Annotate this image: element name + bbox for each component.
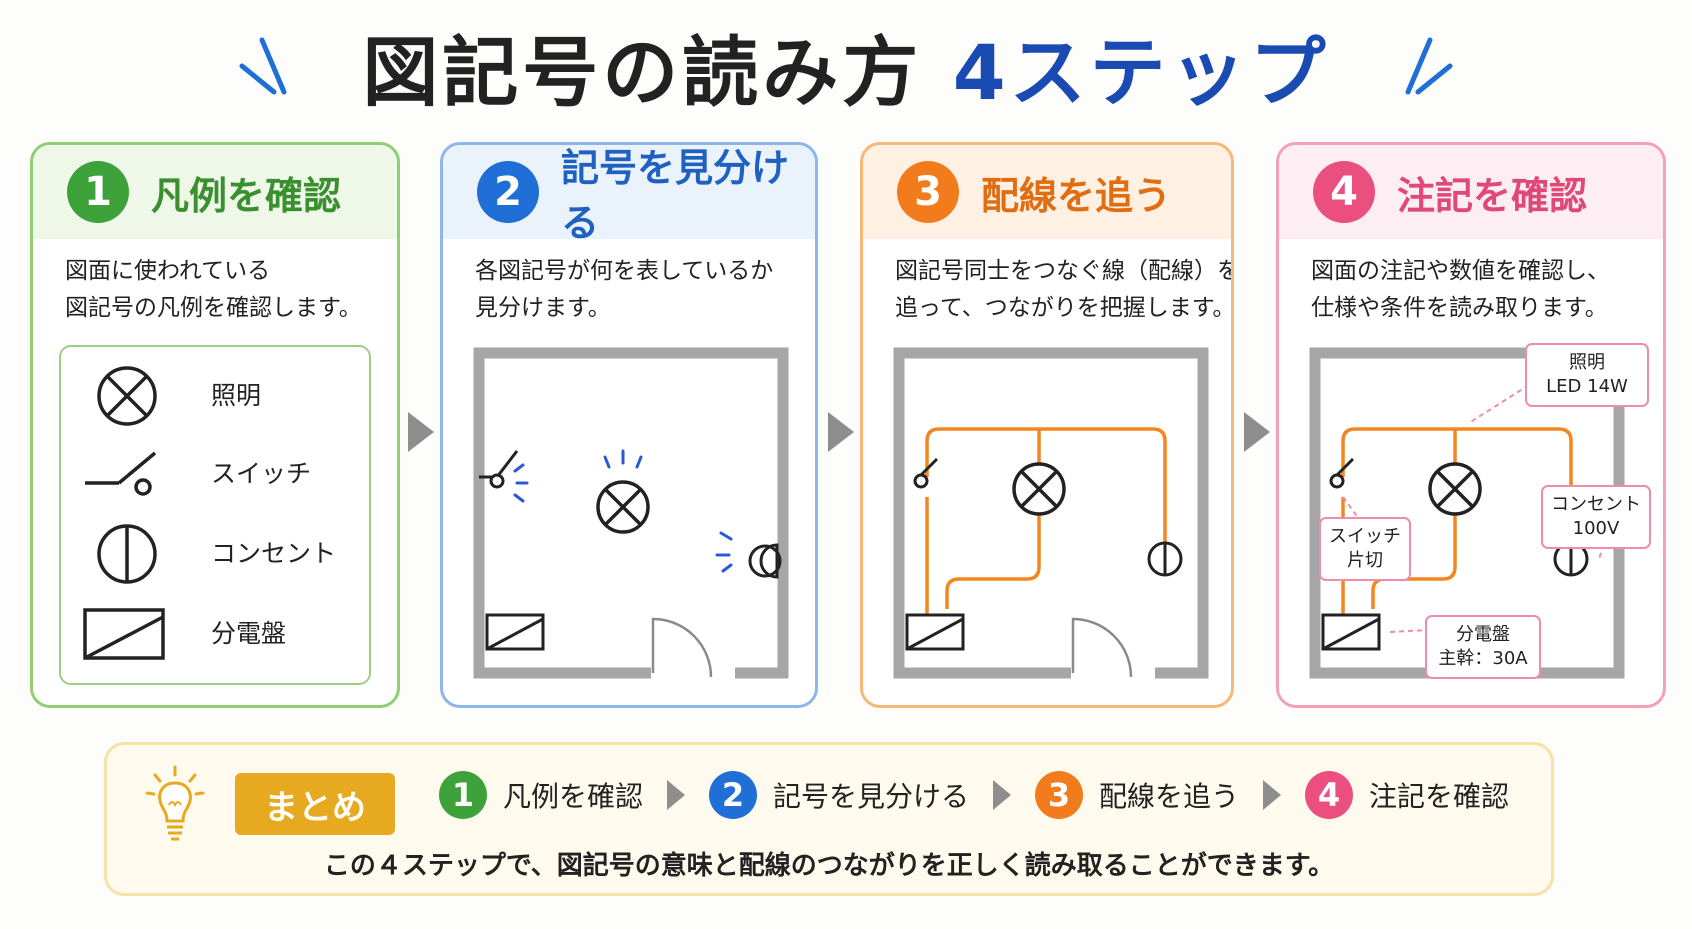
light-symbol-icon bbox=[596, 480, 650, 534]
step-2-number: 2 bbox=[477, 161, 539, 223]
light-symbol-icon bbox=[1428, 462, 1482, 516]
step-3-description: 図記号同士をつなぐ線（配線）を 追って、つながりを把握します。 bbox=[895, 258, 1234, 321]
door-icon bbox=[651, 617, 713, 678]
room-walls bbox=[1309, 347, 1625, 679]
page-title: 図記号の読み方 4ステップ bbox=[362, 28, 1330, 117]
step-4-header: 4 注記を確認 bbox=[1279, 145, 1663, 239]
step-3-number: 3 bbox=[897, 161, 959, 223]
panel-symbol-icon bbox=[1321, 613, 1381, 651]
panel-symbol-icon bbox=[905, 613, 965, 651]
floor-plan-symbols bbox=[473, 347, 789, 679]
arrow-right-icon bbox=[667, 780, 686, 810]
panel-symbol-icon bbox=[485, 613, 545, 651]
outlet-symbol-icon bbox=[1147, 541, 1183, 577]
summary-badge: まとめ bbox=[235, 773, 395, 835]
door-icon bbox=[1071, 617, 1133, 678]
room-walls bbox=[893, 347, 1209, 679]
note-switch: スイッチ片切 bbox=[1319, 517, 1411, 581]
arrow-right-icon bbox=[1244, 412, 1270, 452]
floor-plan-wiring bbox=[893, 347, 1209, 679]
step-2-description: 各図記号が何を表しているか 見分けます。 bbox=[475, 258, 774, 321]
step-2-header: 2 記号を見分ける bbox=[443, 145, 815, 245]
arrow-right-icon bbox=[993, 780, 1012, 810]
step-3-header: 3 配線を追う bbox=[863, 145, 1231, 239]
legend-label-switch: スイッチ bbox=[211, 459, 312, 488]
step-3-heading: 配線を追う bbox=[981, 173, 1172, 218]
legend-row-outlet: コンセント bbox=[61, 519, 373, 589]
title-accent: 4ステップ bbox=[952, 28, 1330, 117]
step-1-number: 1 bbox=[67, 161, 129, 223]
arrow-right-icon bbox=[828, 412, 854, 452]
outlet-symbol-icon bbox=[748, 543, 782, 579]
right-accent-lines-icon bbox=[1405, 37, 1453, 95]
panel-symbol-icon bbox=[83, 608, 165, 660]
summary-text: この４ステップで、図記号の意味と配線のつながりを正しく読み取ることができます。 bbox=[323, 851, 1335, 881]
highlight-marks-icon bbox=[603, 449, 643, 469]
step-card-4: 4 注記を確認 図面の注記や数値を確認し、 仕様や条件を読み取ります。 bbox=[1276, 142, 1666, 708]
legend-row-switch: スイッチ bbox=[61, 439, 373, 509]
switch-symbol-icon bbox=[85, 451, 157, 496]
room-walls bbox=[473, 347, 789, 679]
wiring-lines bbox=[925, 427, 1167, 615]
legend-label-light: 照明 bbox=[211, 381, 262, 410]
step-card-2: 2 記号を見分ける 各図記号が何を表しているか 見分けます。 bbox=[440, 142, 818, 708]
step-card-3: 3 配線を追う 図記号同士をつなぐ線（配線）を 追って、つながりを把握します。 bbox=[860, 142, 1234, 708]
left-accent-lines-icon bbox=[239, 37, 287, 95]
arrow-right-icon bbox=[1263, 780, 1282, 810]
step-4-number: 4 bbox=[1313, 161, 1375, 223]
step-card-1: 1 凡例を確認 図面に使われている 図記号の凡例を確認します。 照明 スイッチ bbox=[30, 142, 400, 708]
legend-row-panel: 分電盤 bbox=[61, 599, 373, 669]
switch-symbol-icon bbox=[1329, 457, 1355, 489]
symbol-legend: 照明 スイッチ コンセント 分電盤 bbox=[59, 345, 371, 685]
outlet-symbol-icon bbox=[97, 524, 157, 584]
switch-symbol-icon bbox=[479, 450, 519, 489]
legend-label-panel: 分電盤 bbox=[211, 619, 287, 648]
highlight-marks-icon bbox=[513, 463, 529, 503]
switch-symbol-icon bbox=[913, 457, 939, 489]
lightbulb-icon bbox=[145, 765, 205, 841]
note-panel: 分電盤主幹：30A bbox=[1425, 615, 1541, 679]
light-symbol-icon bbox=[1012, 462, 1066, 516]
step-4-heading: 注記を確認 bbox=[1397, 173, 1588, 218]
light-symbol-icon bbox=[97, 366, 157, 426]
legend-row-light: 照明 bbox=[61, 361, 373, 431]
step-4-description: 図面の注記や数値を確認し、 仕様や条件を読み取ります。 bbox=[1311, 258, 1610, 321]
legend-label-outlet: コンセント bbox=[211, 539, 337, 568]
step-2-heading: 記号を見分ける bbox=[561, 146, 790, 245]
step-1-heading: 凡例を確認 bbox=[151, 173, 342, 218]
highlight-marks-icon bbox=[715, 531, 733, 573]
step-1-header: 1 凡例を確認 bbox=[33, 145, 397, 239]
arrow-right-icon bbox=[408, 412, 434, 452]
step-1-description: 図面に使われている 図記号の凡例を確認します。 bbox=[65, 258, 362, 321]
